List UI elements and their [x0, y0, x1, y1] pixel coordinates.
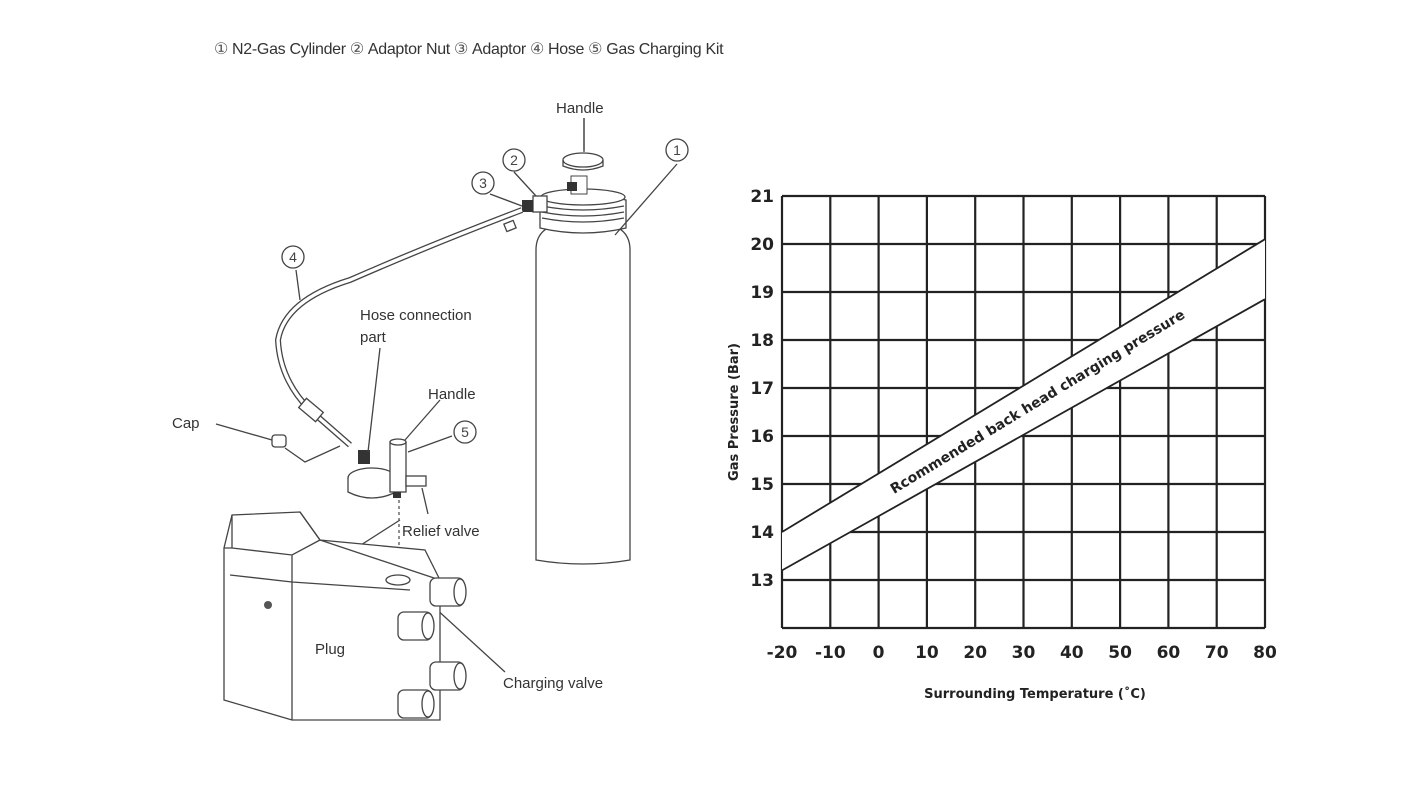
- label-plug: Plug: [315, 641, 345, 658]
- callout-2: 2: [502, 148, 526, 172]
- svg-text:1: 1: [673, 142, 681, 158]
- svg-text:3: 3: [479, 175, 487, 191]
- x-axis-label: Surrounding Temperature (˚C): [924, 686, 1146, 702]
- chart-grid: [780, 194, 1267, 630]
- callout-3: 3: [471, 171, 495, 195]
- label-handle-kit: Handle: [428, 386, 476, 403]
- callout-5: 5: [453, 420, 477, 444]
- recommended-band: [782, 239, 1265, 571]
- x-tick-label: 60: [1157, 643, 1181, 663]
- label-charging-valve: Charging valve: [503, 675, 603, 692]
- legend-label: Adaptor Nut: [367, 41, 450, 58]
- svg-text:4: 4: [289, 249, 297, 265]
- equipment-diagram: 1 2 3 4 5 Handle Hose connection part Ha…: [172, 100, 689, 721]
- callout-1: 1: [665, 138, 689, 162]
- y-tick-label: 20: [750, 235, 774, 255]
- chart-series: [781, 238, 1266, 572]
- series-line-upper: [781, 238, 1266, 533]
- y-tick-label: 18: [750, 331, 774, 351]
- x-tick-labels: -20 -10 0 10 20 30 40 50 60 70 80: [767, 643, 1277, 663]
- callout-4: 4: [281, 245, 305, 269]
- y-axis-label: Gas Pressure (Bar): [727, 343, 742, 481]
- legend-label: Adaptor: [472, 41, 526, 58]
- label-hose-connection: Hose connection: [360, 307, 472, 324]
- y-tick-label: 14: [750, 523, 774, 543]
- y-tick-label: 13: [750, 571, 774, 591]
- label-hose-connection-part: part: [360, 329, 387, 346]
- label-relief-valve: Relief valve: [402, 523, 480, 540]
- pressure-chart: -20 -10 0 10 20 30 40 50 60 70 80 13 14 15 16 17 18 19 20…: [727, 187, 1277, 702]
- band-label: Rcommended back head charging pressure: [888, 307, 1188, 498]
- gas-charging-kit: [347, 438, 427, 499]
- legend-number: ⑤: [588, 41, 603, 58]
- x-tick-label: 50: [1108, 643, 1132, 663]
- x-tick-label: -20: [767, 643, 798, 663]
- legend-label: Gas Charging Kit: [606, 41, 724, 58]
- y-tick-label: 21: [750, 187, 774, 207]
- svg-text:2: 2: [510, 152, 518, 168]
- y-tick-label: 19: [750, 283, 774, 303]
- legend-number: ③: [453, 41, 468, 58]
- cap: [271, 434, 287, 448]
- valve-block: [223, 511, 467, 721]
- x-tick-label: 70: [1205, 643, 1229, 663]
- series-line-lower: [781, 298, 1266, 572]
- y-tick-label: 15: [750, 475, 774, 495]
- x-tick-label: 10: [915, 643, 939, 663]
- x-tick-label: 0: [873, 643, 885, 663]
- y-tick-label: 16: [750, 427, 774, 447]
- svg-text:5: 5: [461, 424, 469, 440]
- adaptor: [522, 200, 533, 212]
- legend-label: Hose: [548, 41, 585, 58]
- y-tick-labels: 13 14 15 16 17 18 19 20 21: [750, 187, 774, 591]
- x-tick-label: 30: [1012, 643, 1036, 663]
- legend-number: ④: [529, 41, 544, 58]
- x-tick-label: 40: [1060, 643, 1084, 663]
- x-tick-label: -10: [815, 643, 846, 663]
- label-cap: Cap: [172, 415, 200, 432]
- label-handle-top: Handle: [556, 100, 604, 117]
- adaptor-nut: [532, 195, 548, 213]
- charging-valve: [397, 577, 467, 719]
- legend-number: ②: [349, 41, 364, 58]
- legend-label: N2-Gas Cylinder: [232, 41, 346, 58]
- x-tick-label: 80: [1253, 643, 1277, 663]
- legend-number: ①: [214, 41, 229, 58]
- y-tick-label: 17: [750, 379, 774, 399]
- x-tick-label: 20: [963, 643, 987, 663]
- n2-gas-cylinder: [535, 118, 631, 565]
